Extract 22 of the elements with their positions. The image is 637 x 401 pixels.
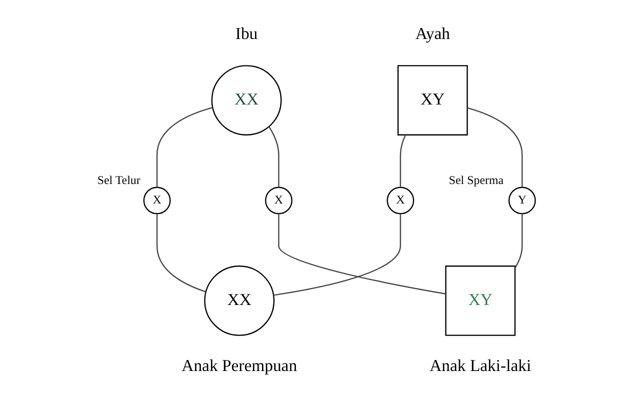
connector (466, 107, 522, 188)
node-label: Ayah (414, 24, 450, 44)
node-circle: Y (508, 186, 536, 214)
node-circle: XX (210, 65, 282, 136)
connector (514, 214, 522, 268)
connector (268, 126, 279, 188)
node-circle: XX (204, 266, 274, 336)
node-label: Sel Sperma (448, 172, 504, 187)
node-label: Ibu (234, 24, 258, 44)
node-label: Anak Laki-laki (429, 356, 531, 375)
connector (278, 214, 446, 294)
node-label: Anak Perempuan (181, 356, 297, 375)
connector (156, 107, 212, 188)
connector (399, 134, 406, 188)
node-box: XY (444, 266, 516, 336)
node-circle: X (386, 186, 414, 214)
connector (272, 214, 401, 296)
connector (156, 214, 206, 292)
node-box: XY (396, 65, 468, 136)
node-label: Sel Telur (96, 172, 140, 187)
node-circle: X (142, 186, 170, 214)
node-circle: X (264, 186, 292, 214)
